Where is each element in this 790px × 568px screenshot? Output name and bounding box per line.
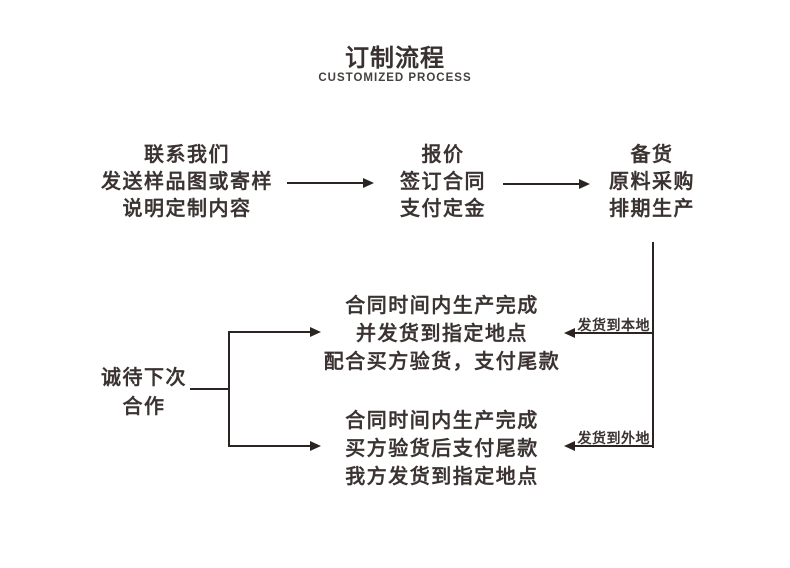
- outcome-local-line-3: 配合买方验货，支付尾款: [323, 351, 561, 373]
- connector-closing-stem: [190, 388, 230, 390]
- page-title: 订制流程: [345, 45, 445, 72]
- step-stock-up-line-2: 原料采购: [609, 171, 695, 193]
- step-contact-line-3: 说明定制内容: [122, 198, 252, 220]
- arrow-contact-to-quote: [287, 182, 363, 184]
- outcome-local-line-1: 合同时间内生产完成: [345, 295, 539, 317]
- outcome-outoftown: 合同时间内生产完成 买方验货后支付尾款 我方发货到指定地点: [292, 407, 592, 491]
- step-stock-up: 备货 原料采购 排期生产: [552, 142, 752, 223]
- step-stock-up-line-3: 排期生产: [609, 198, 695, 220]
- step-quote: 报价 签订合同 支付定金: [343, 142, 543, 223]
- arrow-outoftown-branch: [575, 445, 653, 447]
- connector-closing-bracket: [228, 331, 230, 447]
- outcome-outoftown-line-3: 我方发货到指定地点: [345, 466, 539, 488]
- arrow-closing-to-outoftown-outcome: [228, 445, 310, 447]
- closing-label-line-2: 合作: [122, 396, 166, 418]
- page-subtitle: CUSTOMIZED PROCESS: [318, 72, 472, 84]
- arrow-quote-to-stock-up: [503, 183, 579, 185]
- arrow-closing-to-local-outcome: [228, 331, 310, 333]
- branch-label-local: 发货到本地: [577, 317, 650, 333]
- outcome-local-line-2: 并发货到指定地点: [356, 323, 528, 345]
- outcome-local: 合同时间内生产完成 并发货到指定地点 配合买方验货，支付尾款: [292, 292, 592, 376]
- step-stock-up-line-1: 备货: [630, 144, 674, 166]
- step-contact: 联系我们 发送样品图或寄样 说明定制内容: [52, 142, 322, 223]
- step-quote-line-1: 报价: [421, 144, 465, 166]
- outcome-outoftown-line-1: 合同时间内生产完成: [345, 410, 539, 432]
- step-contact-line-1: 联系我们: [144, 144, 230, 166]
- arrow-local-branch: [575, 332, 653, 334]
- branch-label-outoftown: 发货到外地: [577, 430, 650, 446]
- step-quote-line-3: 支付定金: [400, 198, 486, 220]
- closing-label: 诚待下次 合作: [64, 364, 224, 422]
- step-contact-line-2: 发送样品图或寄样: [101, 171, 273, 193]
- closing-label-line-1: 诚待下次: [101, 367, 187, 389]
- step-quote-line-2: 签订合同: [400, 171, 486, 193]
- outcome-outoftown-line-2: 买方验货后支付尾款: [345, 438, 539, 460]
- connector-stock-up-drop-line: [652, 242, 654, 448]
